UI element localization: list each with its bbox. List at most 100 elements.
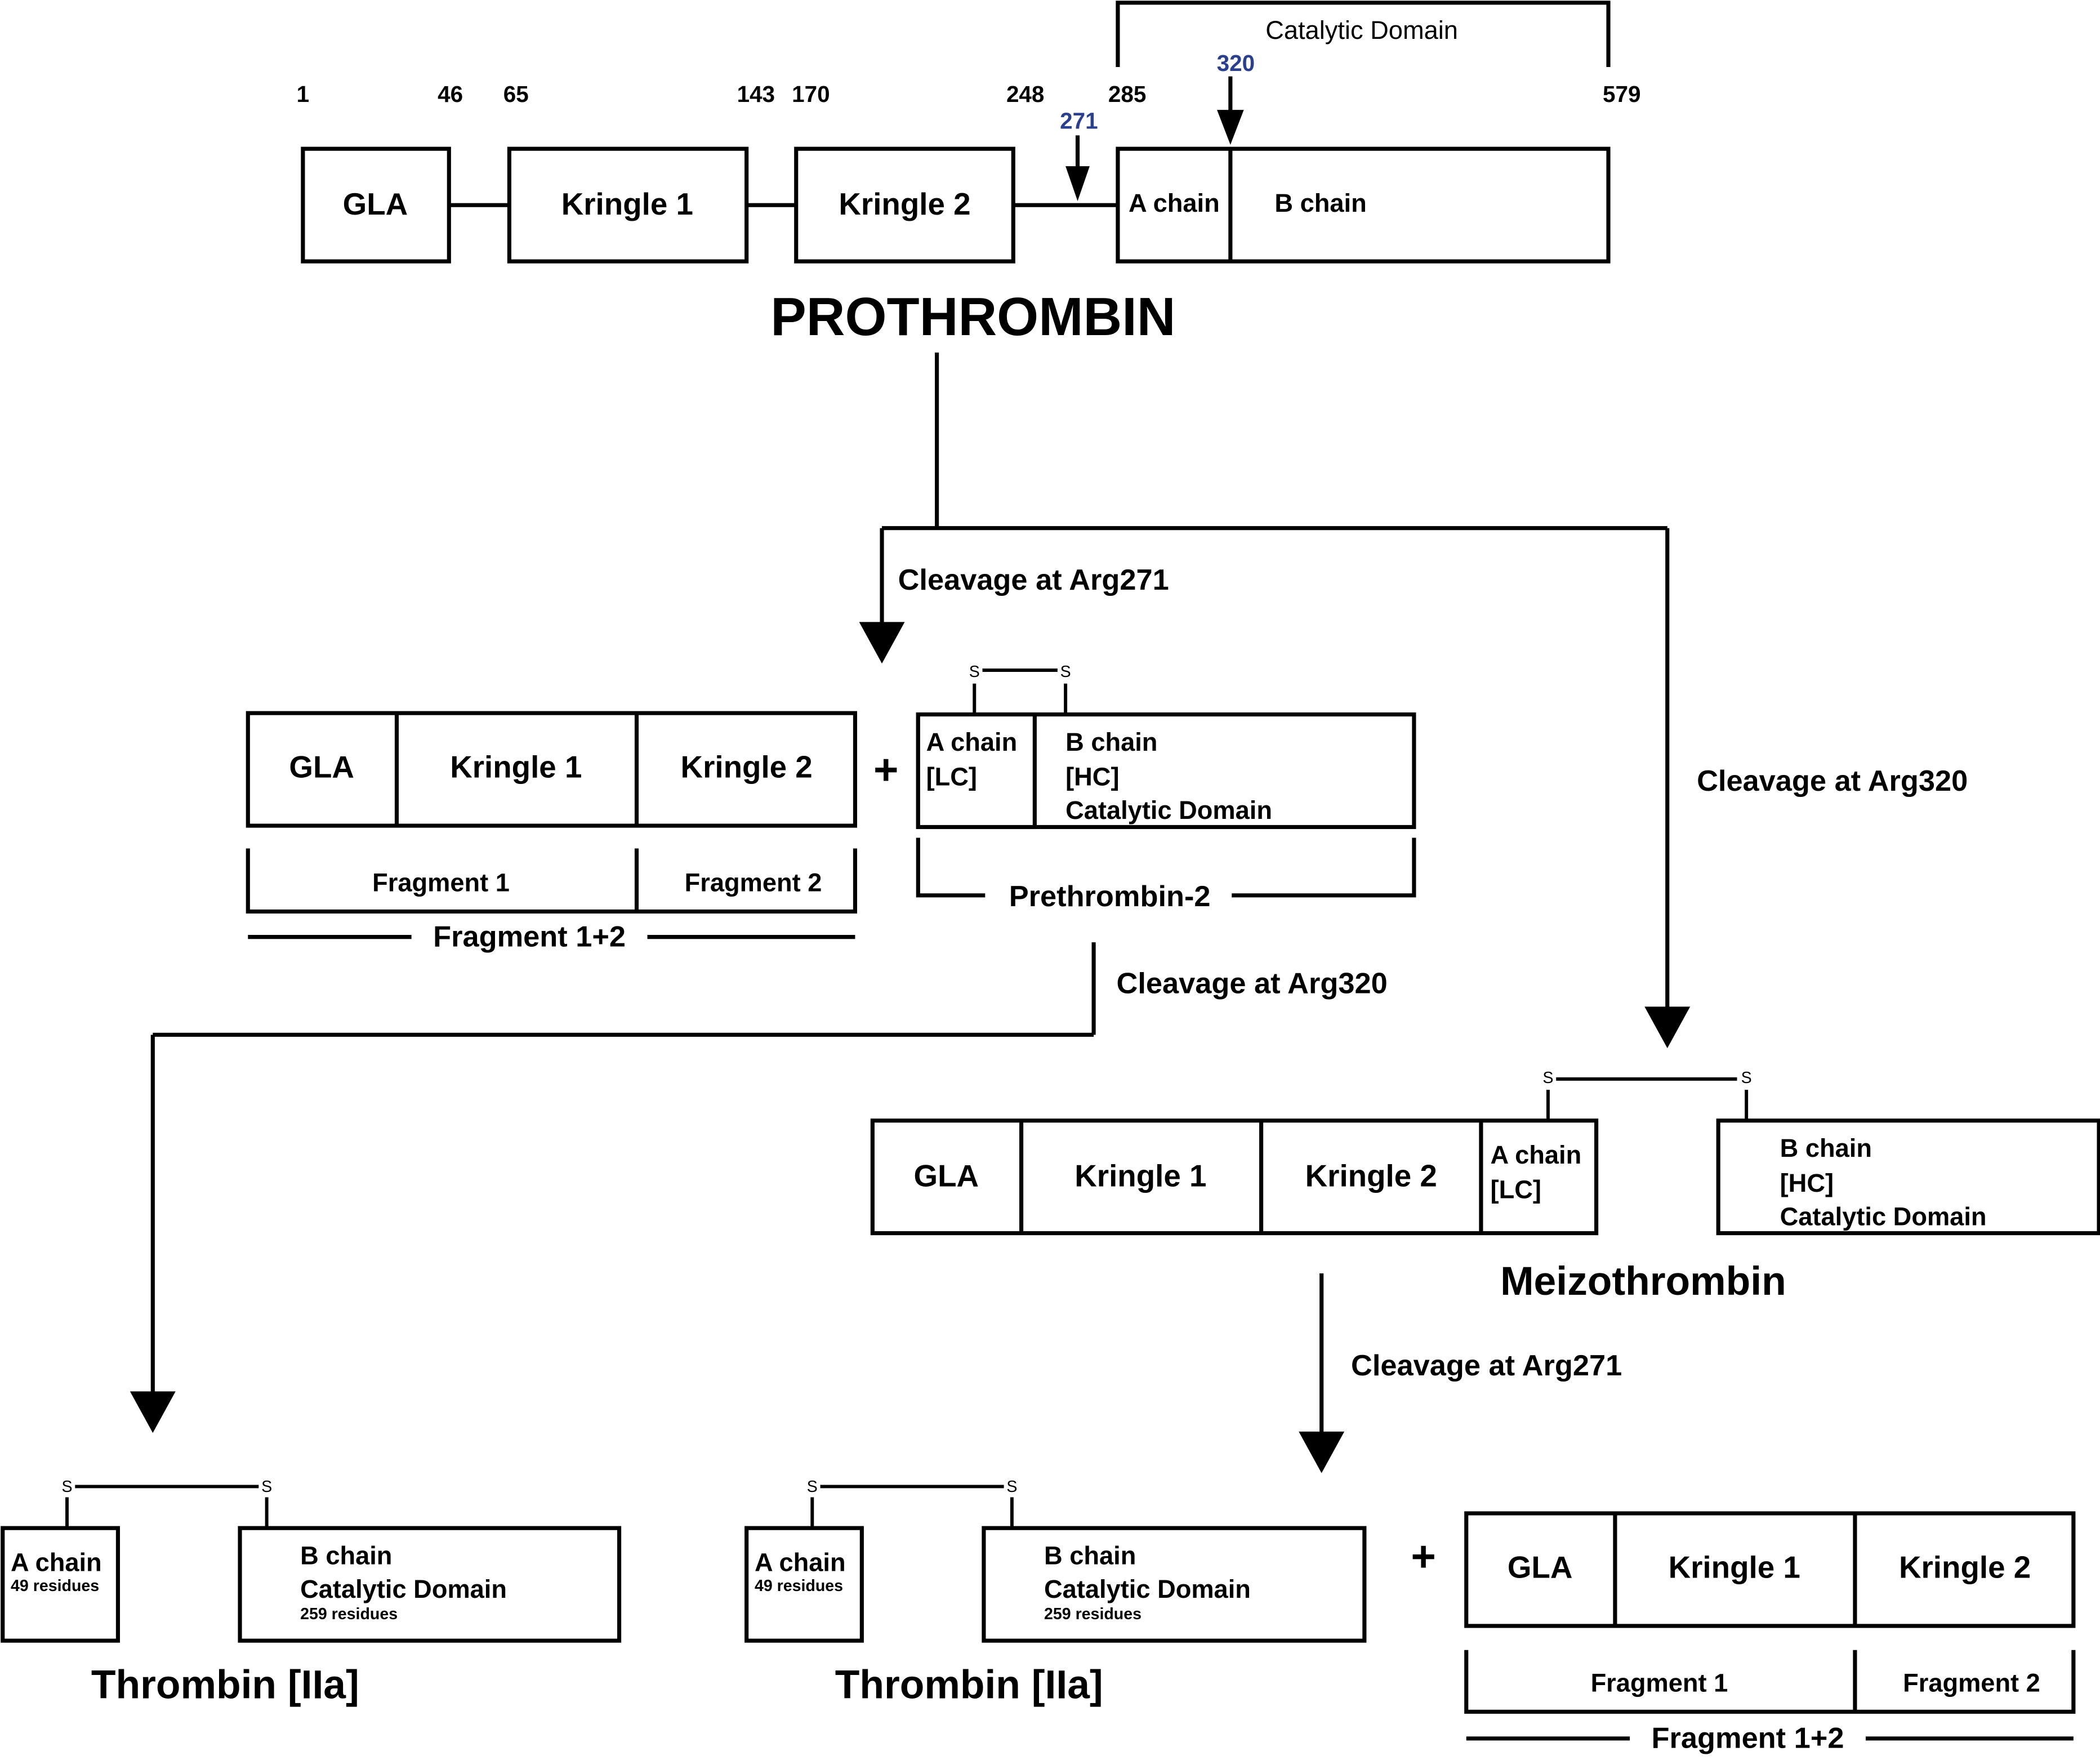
sulfur-label: S <box>1060 663 1071 681</box>
catalytic-domain-bracket <box>1116 1 1611 68</box>
cleavage-label-arg271: Cleavage at Arg271 <box>1351 1349 1622 1382</box>
cleavage-site-320-label: 320 <box>1217 50 1255 76</box>
kringle1-label: Kringle 1 <box>450 749 582 784</box>
a-chain-label: A chain <box>1491 1140 1582 1169</box>
arrowhead-icon <box>130 1391 176 1433</box>
cleavage-label-arg320: Cleavage at Arg320 <box>1117 968 1388 1000</box>
fragment2-label: Fragment 2 <box>685 868 822 897</box>
thrombin-middle: S S A chain 49 residues B chain Catalyti… <box>744 1478 1367 1707</box>
arrowhead-icon <box>1065 166 1090 202</box>
a-chain-box <box>916 712 1037 830</box>
hc-label: [HC] <box>1780 1169 1834 1197</box>
arrowhead-icon <box>1217 110 1244 145</box>
a-chain-residues: 49 residues <box>11 1577 99 1595</box>
catalytic-domain-label: Catalytic Domain <box>1780 1202 1987 1231</box>
a-chain-label: A chain <box>11 1548 102 1576</box>
kringle2-label: Kringle 2 <box>1899 1549 2031 1584</box>
thrombin-left: S S A chain 49 residues B chain Catalyti… <box>1 1478 622 1707</box>
residue-number: 248 <box>1006 81 1045 107</box>
prethrombin2-bracket <box>916 837 986 898</box>
catalytic-domain-label: Catalytic Domain <box>300 1575 507 1603</box>
b-chain-box <box>1716 1119 2100 1236</box>
fragment-box <box>246 711 858 828</box>
b-chain-label: B chain <box>300 1541 392 1570</box>
sulfur-label: S <box>969 663 980 681</box>
fragment-1-2-right: GLA Kringle 1 Kringle 2 Fragment 1 Fragm… <box>1464 1511 2076 1755</box>
fragment12-label: Fragment 1+2 <box>433 920 626 953</box>
lc-label: [LC] <box>1491 1175 1541 1204</box>
plus-sign: + <box>873 746 898 794</box>
residue-number: 170 <box>792 81 830 107</box>
a-chain-label: A chain <box>926 728 1018 756</box>
fragment1-label: Fragment 1 <box>372 868 510 897</box>
residue-number: 1 <box>297 81 310 107</box>
b-chain-residues: 259 residues <box>300 1605 398 1623</box>
gla-label: GLA <box>343 186 408 221</box>
catalytic-domain-label: Catalytic Domain <box>1265 16 1458 44</box>
catalytic-domain-label: Catalytic Domain <box>1044 1575 1251 1603</box>
kringle2-label: Kringle 2 <box>839 186 970 221</box>
a-chain-label: A chain <box>755 1548 846 1576</box>
sulfur-label: S <box>1741 1069 1752 1087</box>
arrowhead-icon <box>1299 1431 1345 1473</box>
residue-number: 46 <box>438 81 463 107</box>
gla-label: GLA <box>1508 1549 1573 1584</box>
sulfur-label: S <box>261 1478 272 1496</box>
b-chain-label: B chain <box>1044 1541 1136 1570</box>
b-chain-box <box>982 1526 1367 1643</box>
meizothrombin-name: Meizothrombin <box>1500 1259 1786 1304</box>
arrowhead-icon <box>859 622 905 664</box>
path-a-cleavage-320: Cleavage at Arg320 <box>130 942 1388 1433</box>
b-chain-residues: 259 residues <box>1044 1605 1142 1623</box>
catalytic-domain-label: Catalytic Domain <box>1065 796 1272 825</box>
b-chain-label: B chain <box>1780 1134 1872 1162</box>
fragment12-label: Fragment 1+2 <box>1652 1722 1844 1755</box>
gla-domain <box>301 146 451 264</box>
sulfur-label: S <box>1006 1478 1017 1496</box>
meizothrombin-box <box>870 1119 1599 1236</box>
kringle2-label: Kringle 2 <box>681 749 813 784</box>
cleavage-label-arg271: Cleavage at Arg271 <box>898 564 1169 596</box>
thrombin-name: Thrombin [IIa] <box>835 1662 1103 1707</box>
gla-label: GLA <box>289 749 354 784</box>
a-chain-box <box>1 1526 121 1643</box>
residue-number: 285 <box>1108 81 1147 107</box>
fragment-box <box>1464 1511 2076 1628</box>
meizothrombin-cleavage-271: Cleavage at Arg271 <box>1299 1273 1622 1473</box>
b-chain-label: B chain <box>1274 189 1366 217</box>
residue-number: 65 <box>503 81 529 107</box>
residue-number: 143 <box>737 81 775 107</box>
kringle1-label: Kringle 1 <box>1669 1549 1800 1584</box>
hc-label: [HC] <box>1065 763 1119 791</box>
cleavage-site-271-label: 271 <box>1060 108 1098 133</box>
fragment-1-2-left: GLA Kringle 1 Kringle 2 Fragment 1 Fragm… <box>246 711 858 953</box>
prethrombin2-name: Prethrombin-2 <box>1009 880 1211 913</box>
sulfur-label: S <box>807 1478 818 1496</box>
prothrombin-title: PROTHROMBIN <box>770 287 1175 347</box>
kringle1-domain <box>507 146 749 264</box>
a-chain-box <box>744 1526 864 1643</box>
flow-lines: Cleavage at Arg271 Cleavage at Arg320 <box>859 352 1968 1049</box>
prethrombin-2: S S A chain [LC] B chain [HC] Catalytic … <box>916 663 1416 913</box>
a-chain-label: A chain <box>1129 189 1220 217</box>
kringle2-label: Kringle 2 <box>1305 1158 1437 1193</box>
fragment-bracket <box>246 848 858 914</box>
kringle1-label: Kringle 1 <box>561 186 693 221</box>
prothrombin-molecule: Catalytic Domain 1 46 65 143 170 248 285… <box>297 1 1641 347</box>
residue-number: 579 <box>1603 81 1641 107</box>
sulfur-label: S <box>61 1478 72 1496</box>
catalytic-region <box>1116 146 1611 264</box>
plus-sign: + <box>1411 1532 1435 1580</box>
fragment-bracket <box>1464 1650 2076 1714</box>
sulfur-label: S <box>1542 1069 1553 1087</box>
kringle2-domain <box>794 146 1015 264</box>
kringle1-label: Kringle 1 <box>1074 1158 1206 1193</box>
arrowhead-icon <box>1644 1006 1691 1049</box>
b-chain-box <box>238 1526 622 1643</box>
a-chain-residues: 49 residues <box>755 1577 843 1595</box>
fragment2-label: Fragment 2 <box>1903 1669 2040 1697</box>
lc-label: [LC] <box>926 763 977 791</box>
meizothrombin: S S GLA Kringle 1 Kringle 2 A chain [LC]… <box>870 1069 2100 1304</box>
gla-label: GLA <box>914 1158 979 1193</box>
